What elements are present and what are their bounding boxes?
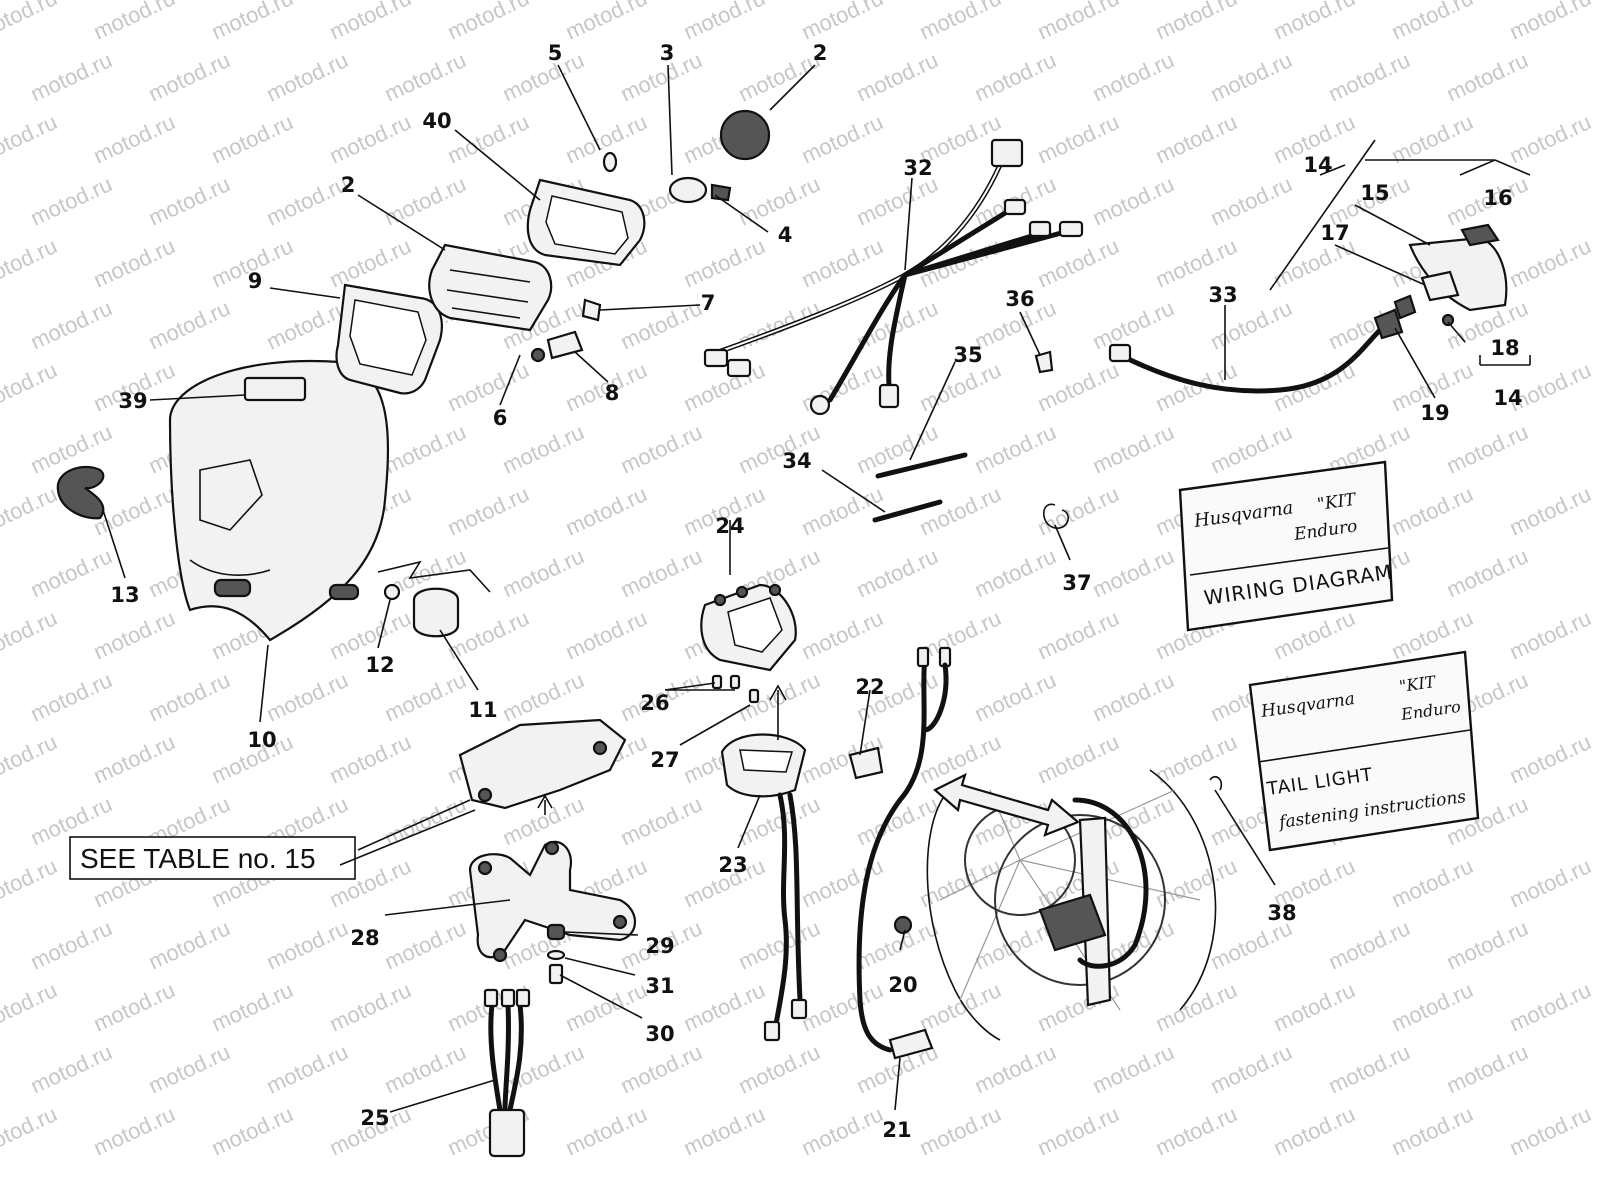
- front-wheel: [893, 769, 1223, 1041]
- callout-22: 22: [855, 675, 884, 699]
- horn-icon: [719, 109, 771, 161]
- callout-2: 2: [341, 173, 356, 197]
- callout-11: 11: [468, 698, 497, 722]
- main-wiring-harness: [703, 138, 1084, 416]
- table-reference-text: SEE TABLE no. 15: [80, 843, 316, 874]
- callout-24: 24: [715, 514, 744, 538]
- speedometer-cable: [848, 646, 952, 1060]
- callout-40: 40: [422, 109, 451, 133]
- callout-39: 39: [118, 389, 147, 413]
- headlight-rim: [335, 283, 443, 395]
- headlight-mount-plate: [526, 178, 646, 267]
- callout-14-bottom: 14: [1493, 386, 1522, 410]
- callout-35: 35: [953, 343, 982, 367]
- callout-19: 19: [1420, 401, 1449, 425]
- bulb-icon: [668, 176, 708, 204]
- double-arrow: [933, 772, 1081, 837]
- callout-20: 20: [888, 973, 917, 997]
- callout-30: 30: [645, 1022, 674, 1046]
- tail-light-card: Husqvarna "KIT Enduro TAIL LIGHT fasteni…: [1248, 650, 1480, 852]
- callout-29: 29: [645, 934, 674, 958]
- leader-lines: [102, 64, 1531, 1113]
- callout-36: 36: [1005, 287, 1034, 311]
- callout-18: 18: [1490, 336, 1519, 360]
- callout-3: 3: [660, 41, 675, 65]
- cable-ties: [872, 350, 1069, 529]
- clamp-and-screw: [377, 560, 491, 638]
- callout-2-top: 2: [813, 41, 828, 65]
- fairing-decal: [243, 376, 307, 402]
- callout-33: 33: [1208, 283, 1237, 307]
- tail-light-group: [1108, 223, 1508, 394]
- callout-26: 26: [640, 691, 669, 715]
- callout-25: 25: [360, 1106, 389, 1130]
- callout-27: 27: [650, 748, 679, 772]
- callout-23: 23: [718, 853, 747, 877]
- headlight-fairing: [168, 359, 389, 642]
- callout-32: 32: [903, 156, 932, 180]
- callout-38: 38: [1267, 901, 1296, 925]
- callout-14-top: 14: [1303, 153, 1332, 177]
- callout-37: 37: [1062, 571, 1091, 595]
- cable-guide: [848, 746, 884, 780]
- brake-caliper: [1038, 893, 1107, 952]
- callout-6: 6: [493, 406, 508, 430]
- mirror-clamp: [56, 465, 105, 520]
- callout-5: 5: [548, 41, 563, 65]
- small-parts-headlight: [530, 109, 771, 363]
- callout-12: 12: [365, 653, 394, 677]
- callout-4: 4: [778, 223, 793, 247]
- callout-15: 15: [1360, 181, 1389, 205]
- tail-lens: [1408, 236, 1508, 312]
- speedometer: [711, 674, 808, 1042]
- callout-17: 17: [1320, 221, 1349, 245]
- callout-21: 21: [882, 1118, 911, 1142]
- callout-10: 10: [247, 728, 276, 752]
- table-reference-box: SEE TABLE no. 15: [69, 836, 356, 880]
- handlebar-clamp: [458, 718, 627, 815]
- small-harness: [483, 988, 531, 1158]
- callout-9: 9: [248, 269, 263, 293]
- callout-34: 34: [782, 449, 811, 473]
- callout-31: 31: [645, 974, 674, 998]
- callout-7: 7: [701, 291, 716, 315]
- callout-labels: 5 3 2 40 2 4 9 7 6 8 39 13 12 11 10 32 3…: [110, 41, 1522, 1142]
- headlight-lens: [428, 243, 553, 332]
- callout-16: 16: [1483, 186, 1512, 210]
- callout-13: 13: [110, 583, 139, 607]
- speedometer-housing: [700, 583, 797, 672]
- callout-28: 28: [350, 926, 379, 950]
- mounting-bracket: [468, 840, 636, 985]
- wiring-diagram-card: Husqvarna "KIT Enduro WIRING DIAGRAM: [1178, 460, 1394, 632]
- callout-8: 8: [605, 381, 620, 405]
